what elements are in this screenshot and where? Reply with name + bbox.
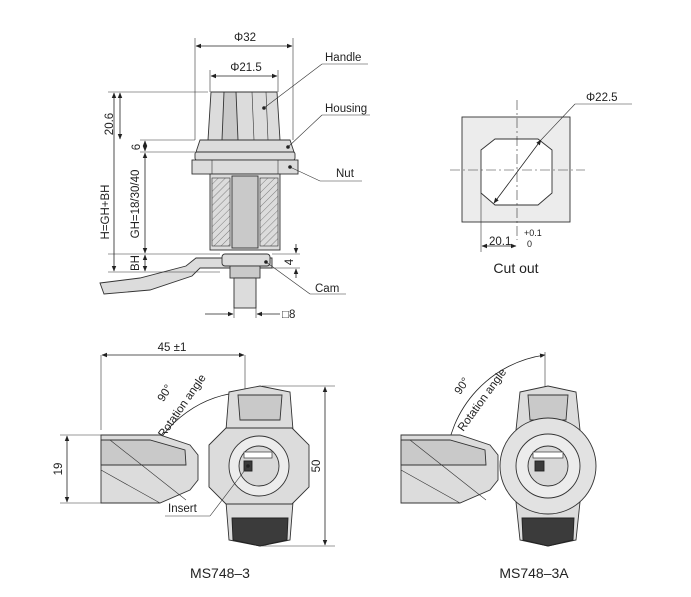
dim-total: H=GH+BH <box>100 185 112 240</box>
dim-inner-diameter: Φ21.5 <box>230 62 262 74</box>
dim-bh: BH <box>130 255 142 271</box>
dim-outer-diameter: Φ32 <box>234 32 256 44</box>
dim-length: 45 ±1 <box>158 342 187 354</box>
core-shaft <box>231 175 259 249</box>
handle-grip-dark-b <box>521 517 575 547</box>
handle-body <box>207 91 281 141</box>
callout-housing: Housing <box>325 103 367 115</box>
caption-ms748-3a: MS748–3A <box>499 565 569 581</box>
dim-height: 20.6 <box>104 113 116 135</box>
tol-plus: +0.1 <box>524 228 542 238</box>
callout-cam: Cam <box>315 283 339 295</box>
side-view: Φ32 Φ21.5 20.6 6 <box>99 32 370 321</box>
cam-hub <box>221 253 271 267</box>
dim-square: □8 <box>282 309 295 321</box>
callout-handle: Handle <box>325 52 361 64</box>
dim-left: 19 <box>53 463 65 476</box>
square-spindle <box>233 277 257 309</box>
dim-cutout-width: 20.1 <box>489 236 511 248</box>
cutout-hole <box>480 138 553 206</box>
handle-grip <box>221 91 239 141</box>
dim-angle-b: 90° <box>453 376 473 397</box>
dim-six: 6 <box>131 144 143 150</box>
dim-right: 50 <box>311 460 323 473</box>
tol-minus: 0 <box>527 239 532 249</box>
handle-grip-dark <box>231 517 289 547</box>
dim-gh: GH=18/30/40 <box>130 170 142 239</box>
caption-cutout: Cut out <box>493 260 538 276</box>
callout-nut: Nut <box>336 168 355 180</box>
cam-washer <box>229 265 261 279</box>
insert-label: Insert <box>168 503 198 515</box>
caption-ms748-3: MS748–3 <box>190 565 250 581</box>
key-slot-b <box>534 460 545 472</box>
view-ms748-3a: 90° Rotation angle MS748–3A <box>400 352 597 581</box>
dim-angle-a: 90° <box>156 383 175 404</box>
nut <box>191 159 299 175</box>
dim-cutout-diameter: Φ22.5 <box>586 92 618 104</box>
cutout-view: Φ22.5 20.1 +0.1 0 Cut out <box>450 92 632 276</box>
rotation-label-b: Rotation angle <box>456 367 509 434</box>
housing-ring <box>194 151 296 161</box>
view-ms748-3: 45 ±1 90° Rotation angle 19 50 <box>53 342 335 581</box>
housing-flange <box>195 139 295 153</box>
dim-four: 4 <box>284 258 296 265</box>
